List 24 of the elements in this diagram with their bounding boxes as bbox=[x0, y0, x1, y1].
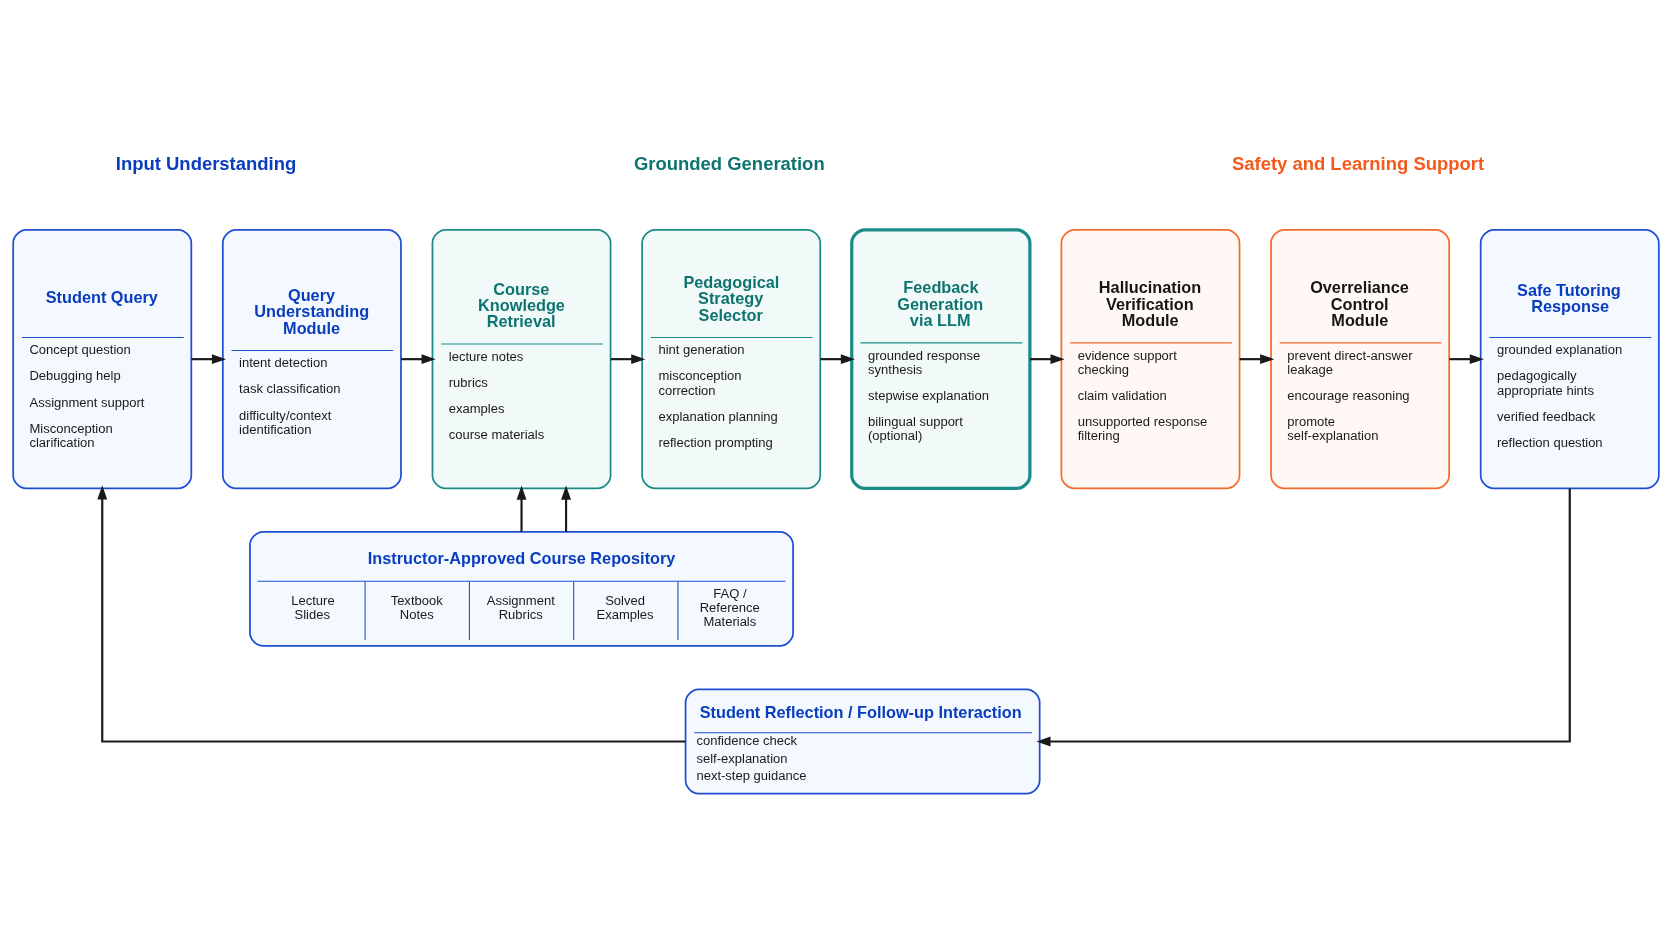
arrow bbox=[1239, 354, 1275, 365]
arrow bbox=[820, 354, 855, 365]
arrow bbox=[1036, 488, 1571, 747]
node-box: Safe Tutoring Response grounded explanation pedagogically appropriate hints verified feedback reflection question bbox=[1479, 229, 1660, 490]
label: Grounded Generation bbox=[633, 153, 825, 175]
node-box: Hallucination Verification Module evidence support checking claim validation unsupported response filtering bbox=[1060, 229, 1241, 490]
arrow bbox=[1449, 354, 1484, 365]
node-box: Pedagogical Strategy Selector hint generation misconception correction explanation planning reflection prompting bbox=[641, 229, 822, 490]
arrow bbox=[1030, 354, 1065, 365]
arrow bbox=[561, 485, 571, 532]
node-box: Overreliance Control Module prevent direct-answer leakage encourage reasoning promote self-explanation bbox=[1270, 229, 1451, 490]
node-box: Feedback Generation via LLM grounded response synthesis stepwise explanation bilingual support (optional) bbox=[850, 228, 1032, 491]
arrow bbox=[516, 485, 527, 532]
node-box: Instructor-Approved Course Repository Lecture Slides Textbook Notes Assignment Rubrics Solved Examples FAQ / Reference Materials bbox=[249, 531, 794, 647]
arrow bbox=[610, 354, 646, 365]
node-box: Student Query Concept question Debugging help Assignment support Misconception clarification bbox=[12, 229, 193, 490]
node-box: Student Reflection / Follow-up Interaction confidence check self-explanation next-step guidance bbox=[684, 688, 1041, 795]
node-box: Query Understanding Module intent detection task classification difficulty/context identification bbox=[221, 229, 402, 490]
arrow bbox=[401, 354, 436, 365]
label: Input Understanding bbox=[115, 153, 297, 175]
label: Safety and Learning Support bbox=[1231, 153, 1485, 175]
node-box: Course Knowledge Retrieval lecture notes rubrics examples course materials bbox=[431, 229, 612, 490]
arrow bbox=[191, 354, 227, 365]
arrow bbox=[97, 485, 686, 743]
